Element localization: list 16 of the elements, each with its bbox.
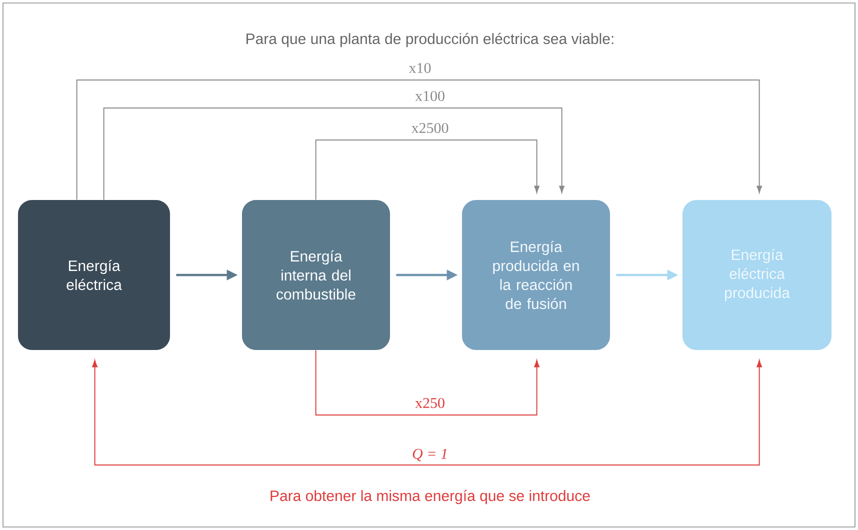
arrow [315,350,540,416]
energy-box: Energía interna del combustible [242,200,390,350]
arrow [315,140,540,200]
energy-box: Energía eléctrica producida [682,200,832,350]
edge-label: x10 [408,62,431,74]
arrow [92,360,762,466]
edge-label: x2500 [411,122,448,134]
edge-label: Q = 1 [412,448,446,462]
edge-label: x100 [415,90,444,102]
caption: Para obtener la misma energía que se introduce [270,490,590,504]
energy-box: Energía eléctrica [18,200,170,350]
arrow [76,80,762,200]
edge-label: x250 [415,398,444,408]
energy-box: Energía producida en la reacción de fusión [462,200,610,350]
arrow [103,108,564,200]
title: Para que una planta de producción eléctrica sea viable: [246,32,614,48]
